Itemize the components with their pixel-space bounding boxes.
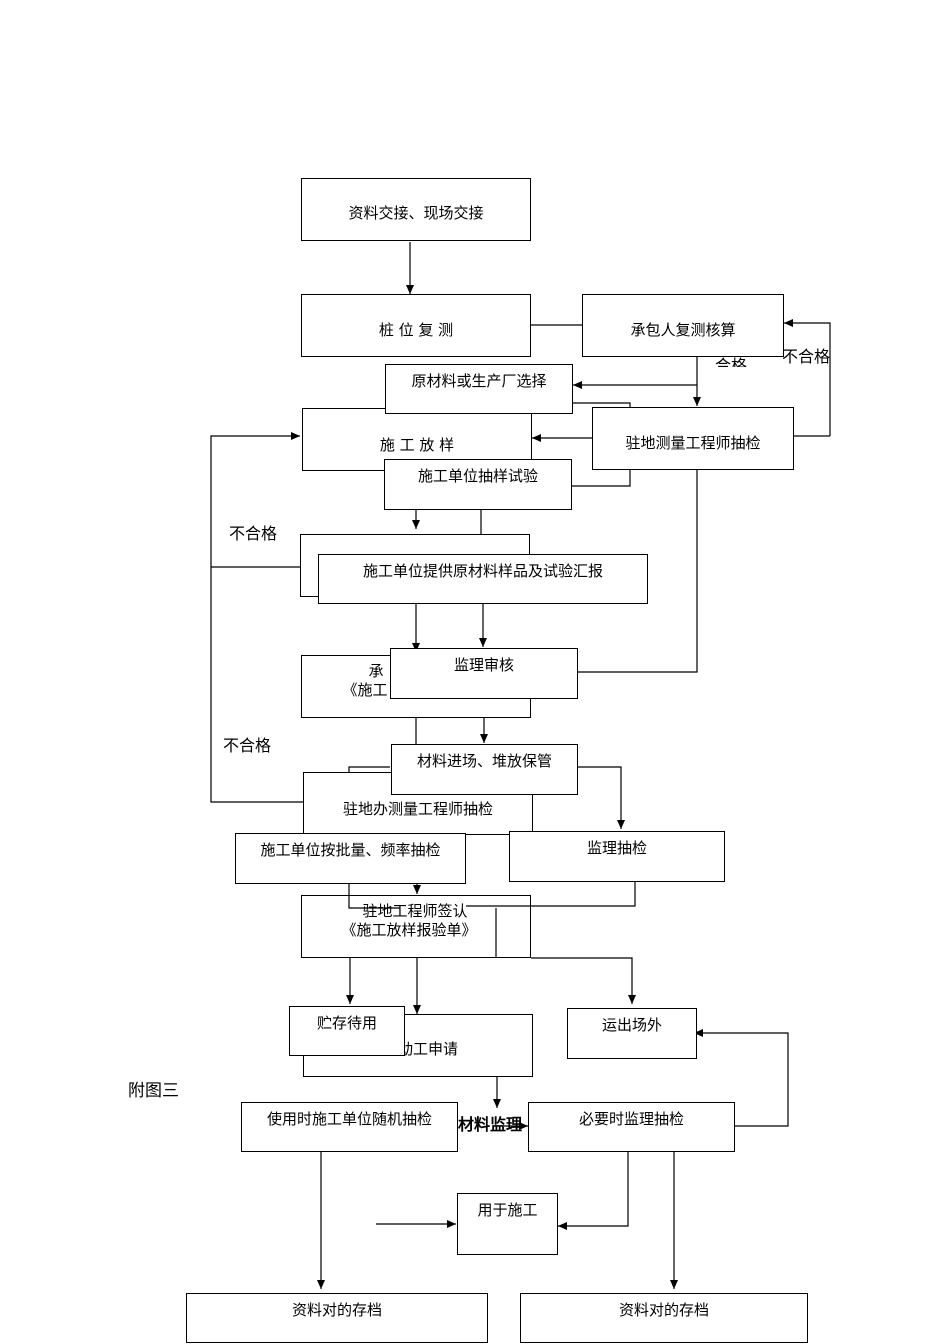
fail-label-left-lower: 不合格 [223, 736, 272, 755]
site-engineer-sign-line-1: 驻地工程师签认 [362, 902, 468, 920]
contractor-batch-check-label: 施工单位按批量、频率抽检 [260, 841, 441, 859]
supervision-check-if-needed-label: 必要时监理抽检 [578, 1110, 684, 1128]
supervision-review-label: 监理审核 [453, 656, 514, 674]
archive-right-box: 资料对的存档 [520, 1293, 808, 1343]
site-engineer-sign-line-2: 《施工放样报验单》 [341, 921, 477, 939]
site-survey-engineer-check-label: 驻地测量工程师抽检 [625, 434, 761, 452]
contractor-batch-check-box: 施工单位按批量、频率抽检 [235, 833, 466, 884]
contractor-form-line-2: 《施工 [342, 681, 388, 699]
contractor-provide-samples-label: 施工单位提供原材料样品及试验汇报 [362, 562, 603, 580]
archive-right-label: 资料对的存档 [618, 1301, 709, 1319]
storage-box: 贮存待用 [289, 1006, 405, 1056]
appendix-label: 附图三 [128, 1081, 179, 1101]
handover-box: 资料交接、现场交接 [301, 178, 531, 241]
site-office-survey-check-label: 驻地办测量工程师抽检 [342, 800, 493, 818]
start-application-label: 动工申请 [397, 1040, 458, 1058]
material-entry-label: 材料进场、堆放保管 [416, 752, 552, 770]
contractor-sample-test-label: 施工单位抽样试验 [417, 467, 538, 485]
archive-left-label: 资料对的存档 [291, 1301, 382, 1319]
use-random-check-box: 使用时施工单位随机抽检 [241, 1102, 458, 1152]
use-random-check-label: 使用时施工单位随机抽检 [266, 1110, 432, 1128]
supervision-spot-check-box: 监理抽检 [509, 831, 725, 882]
material-supervision-partial-label: 材料监理 [458, 1116, 528, 1134]
material-entry-box: 材料进场、堆放保管 [391, 744, 578, 795]
site-survey-engineer-check-box: 驻地测量工程师抽检 [592, 407, 794, 470]
supervision-check-if-needed-box: 必要时监理抽检 [528, 1102, 735, 1152]
pile-recheck-label: 桩 位 复 测 [378, 321, 454, 339]
contractor-sample-test-box: 施工单位抽样试验 [384, 459, 572, 510]
storage-label: 贮存待用 [316, 1014, 377, 1032]
pass-label-partial: 合格 [715, 357, 748, 367]
site-engineer-sign-box: 驻地工程师签认 《施工放样报验单》 [301, 895, 531, 958]
construction-setout-label: 施 工 放 样 [379, 436, 455, 454]
contractor-form-line-1: 承 [368, 662, 384, 680]
material-source-box: 原材料或生产厂选择 [385, 364, 573, 414]
contractor-provide-samples-box: 施工单位提供原材料样品及试验汇报 [318, 554, 648, 604]
used-in-construction-box: 用于施工 [457, 1193, 558, 1255]
handover-label: 资料交接、现场交接 [348, 204, 484, 222]
fail-label-left-upper: 不合格 [229, 524, 278, 543]
supervision-spot-check-label: 监理抽检 [586, 839, 647, 857]
fail-label-top-right: 不合格 [782, 347, 831, 366]
archive-left-box: 资料对的存档 [186, 1293, 488, 1343]
transport-offsite-label: 运出场外 [601, 1016, 662, 1034]
contractor-recheck-label: 承包人复测核算 [630, 321, 736, 339]
contractor-recheck-box: 承包人复测核算 [582, 294, 784, 357]
material-source-label: 原材料或生产厂选择 [411, 372, 547, 390]
pile-recheck-box: 桩 位 复 测 [301, 294, 531, 357]
supervision-review-box: 监理审核 [390, 648, 578, 699]
transport-offsite-box: 运出场外 [567, 1008, 697, 1059]
used-in-construction-label: 用于施工 [477, 1201, 538, 1219]
material-supervision-partial-text: 材料监理 [458, 1116, 523, 1134]
